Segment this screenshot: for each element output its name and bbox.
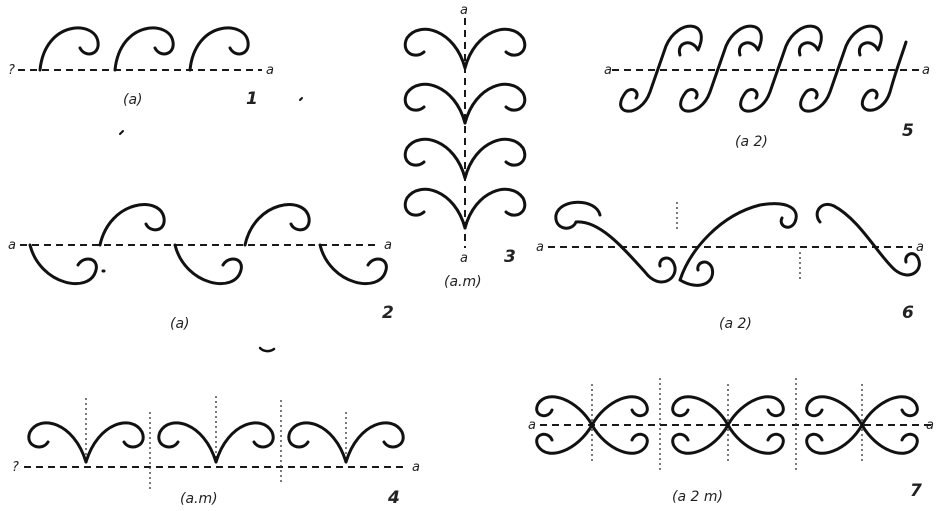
figure-number: 5	[902, 121, 914, 141]
curl-motif	[188, 26, 250, 72]
curl-motif	[799, 24, 883, 113]
curl-motif	[28, 243, 98, 286]
curl-motif	[535, 423, 594, 455]
symmetry-symbol: (a)	[123, 92, 143, 108]
axis-label-right: a	[384, 238, 392, 253]
axis-label-right: a	[922, 63, 930, 78]
curl-motif	[403, 82, 467, 125]
curl-motif	[805, 395, 864, 427]
curl-motif	[726, 395, 785, 427]
axis-label-left: a	[8, 238, 16, 253]
panel-3: a a (a.m) 3	[403, 3, 527, 290]
axis-label-right: a	[926, 418, 934, 433]
curl-motif	[535, 395, 594, 427]
curl-motif	[619, 24, 703, 113]
curl-motif	[860, 423, 919, 455]
speck	[258, 346, 276, 353]
curl-motif	[860, 395, 919, 427]
figure-number: 1	[246, 89, 258, 109]
curl-motif	[403, 27, 467, 70]
curl-motif	[38, 26, 100, 72]
symmetry-symbol: (a 2)	[719, 316, 752, 332]
axis-label-bottom: a	[460, 251, 468, 266]
symmetry-symbol: (a 2 m)	[672, 489, 723, 505]
axis-label-left: a	[536, 240, 544, 255]
curl-motif	[678, 202, 798, 287]
curl-motif	[403, 137, 467, 180]
figure-number: 7	[910, 481, 922, 501]
axis-label-right: a	[412, 460, 420, 475]
curl-motif	[98, 203, 166, 247]
curl-motif	[243, 203, 311, 247]
panel-5: a a (a 2) 5	[604, 24, 930, 150]
curl-motif	[463, 82, 527, 125]
panel-4: ? a (a.m) 4	[12, 396, 420, 508]
axis-label-right: a	[266, 63, 274, 78]
curl-motif	[173, 243, 243, 286]
curl-motif	[214, 421, 275, 464]
figure-number: 6	[902, 303, 914, 323]
curl-motif	[679, 24, 763, 113]
figure-number: 2	[382, 303, 394, 323]
figure-number: 3	[504, 247, 516, 267]
curl-motif	[344, 421, 405, 464]
print-specks	[101, 97, 303, 353]
curl-motif	[84, 421, 145, 464]
curl-motif	[157, 421, 218, 464]
symmetry-symbol: (a.m)	[444, 274, 482, 290]
symmetry-symbol: (a.m)	[180, 491, 218, 507]
curl-motif	[463, 187, 527, 230]
axis-label-top: a	[460, 3, 468, 18]
curl-motif	[739, 24, 823, 113]
curl-motif	[287, 421, 348, 464]
curl-motif	[554, 200, 677, 284]
curl-motif	[590, 395, 649, 427]
axis-label-right: a	[916, 240, 924, 255]
axis-label-left: ?	[8, 63, 15, 78]
curl-motif	[815, 203, 921, 277]
curl-motif	[805, 423, 864, 455]
curl-motif	[27, 421, 88, 464]
curl-motif	[403, 187, 467, 230]
curl-motif	[671, 423, 730, 455]
curl-motif	[318, 243, 388, 286]
curl-motif	[726, 423, 785, 455]
panel-1: ? a (a) 1	[8, 26, 274, 109]
panel-2: a a (a) 2	[8, 203, 394, 332]
curl-motif	[671, 395, 730, 427]
figure-number: 4	[387, 488, 400, 508]
symmetry-symbol: (a 2)	[735, 134, 768, 150]
panel-6: a a (a 2) 6	[536, 200, 924, 332]
curl-motif	[113, 26, 175, 72]
curl-motif	[860, 40, 908, 112]
curl-motif	[463, 137, 527, 180]
curl-motif	[463, 27, 527, 70]
speck	[119, 130, 124, 135]
speck	[299, 97, 303, 101]
curl-motif	[590, 423, 649, 455]
panel-7: a a (a 2 m) 7	[528, 378, 934, 505]
axis-label-left: a	[604, 63, 612, 78]
axis-label-left: ?	[12, 460, 19, 475]
symmetry-symbol: (a)	[170, 316, 190, 332]
axis-label-left: a	[528, 418, 536, 433]
